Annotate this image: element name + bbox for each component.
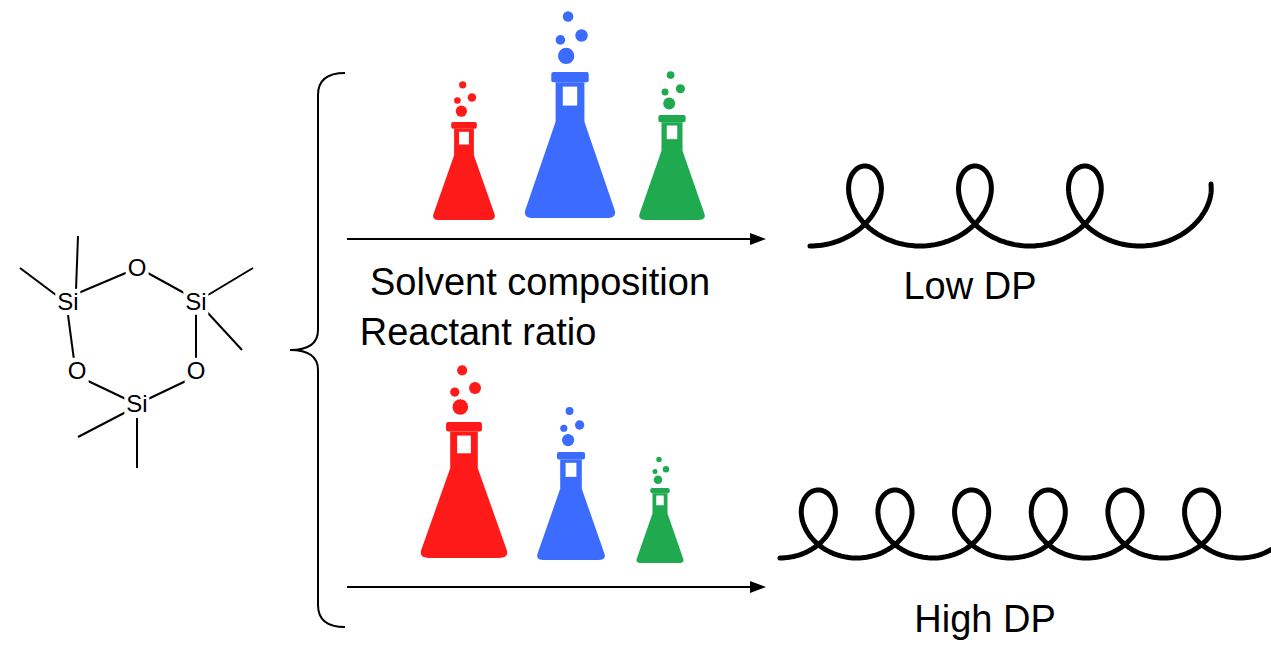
- flask-icon: [433, 81, 495, 220]
- product-label: High DP: [914, 599, 1056, 641]
- flask-lip: [551, 72, 588, 82]
- flask-label: [457, 436, 471, 454]
- bubble: [663, 466, 670, 473]
- bubble: [469, 382, 481, 394]
- bubble: [468, 93, 477, 102]
- flask-body: [537, 460, 605, 560]
- bubble: [450, 387, 459, 396]
- polymer-coil: [810, 166, 1211, 246]
- atom-label: Si: [124, 391, 149, 417]
- flask-lip: [658, 115, 685, 122]
- flask-body: [637, 493, 684, 563]
- flask-lip: [451, 122, 477, 129]
- flask-lip: [557, 452, 585, 460]
- atom-label: O: [126, 255, 149, 281]
- bubble: [454, 97, 461, 104]
- flask-label: [656, 496, 664, 506]
- product-label: Low DP: [903, 266, 1036, 308]
- atom-label: O: [185, 358, 208, 384]
- bubble: [656, 457, 662, 463]
- flask-label: [459, 132, 469, 145]
- flask-icon: [537, 407, 605, 560]
- condition-label: Reactant ratio: [360, 312, 597, 354]
- bubble: [563, 11, 574, 22]
- bubble: [556, 35, 566, 45]
- flask-lip: [446, 422, 482, 432]
- reaction-arrows: [347, 233, 766, 593]
- bubble: [456, 106, 467, 117]
- bubble: [459, 81, 466, 88]
- molecule-bonds: [20, 236, 253, 468]
- bubble: [453, 399, 469, 415]
- condition-label: Solvent composition: [370, 262, 710, 304]
- flask-lip: [650, 488, 670, 493]
- atom-label: Si: [183, 289, 208, 315]
- bubble: [558, 48, 574, 64]
- flask-body: [639, 122, 705, 220]
- flask-label: [667, 126, 678, 140]
- bubble: [562, 434, 574, 446]
- bubble: [457, 365, 467, 375]
- bubble: [663, 98, 675, 110]
- flask-icon: [421, 365, 507, 558]
- bubble: [560, 425, 567, 432]
- flask-label: [566, 463, 577, 477]
- bubble: [667, 71, 675, 79]
- polymer-coil: [780, 490, 1271, 558]
- bubble: [676, 84, 685, 93]
- bubble: [566, 407, 574, 415]
- bubble: [662, 88, 669, 95]
- flask-body: [421, 432, 507, 558]
- bubble: [575, 420, 584, 429]
- bubble: [654, 476, 663, 485]
- bracket: [290, 73, 345, 627]
- atom-label: Si: [55, 289, 80, 315]
- polymer-coils: [780, 166, 1271, 558]
- flask-body: [433, 129, 495, 220]
- atom-label: O: [66, 358, 89, 384]
- flask-label: [563, 87, 577, 106]
- flask-icon: [637, 457, 684, 563]
- bubble: [653, 469, 658, 474]
- flask-icon: [525, 11, 615, 218]
- flask-body: [525, 82, 615, 218]
- flask-icon: [639, 71, 705, 220]
- bubble: [575, 29, 587, 41]
